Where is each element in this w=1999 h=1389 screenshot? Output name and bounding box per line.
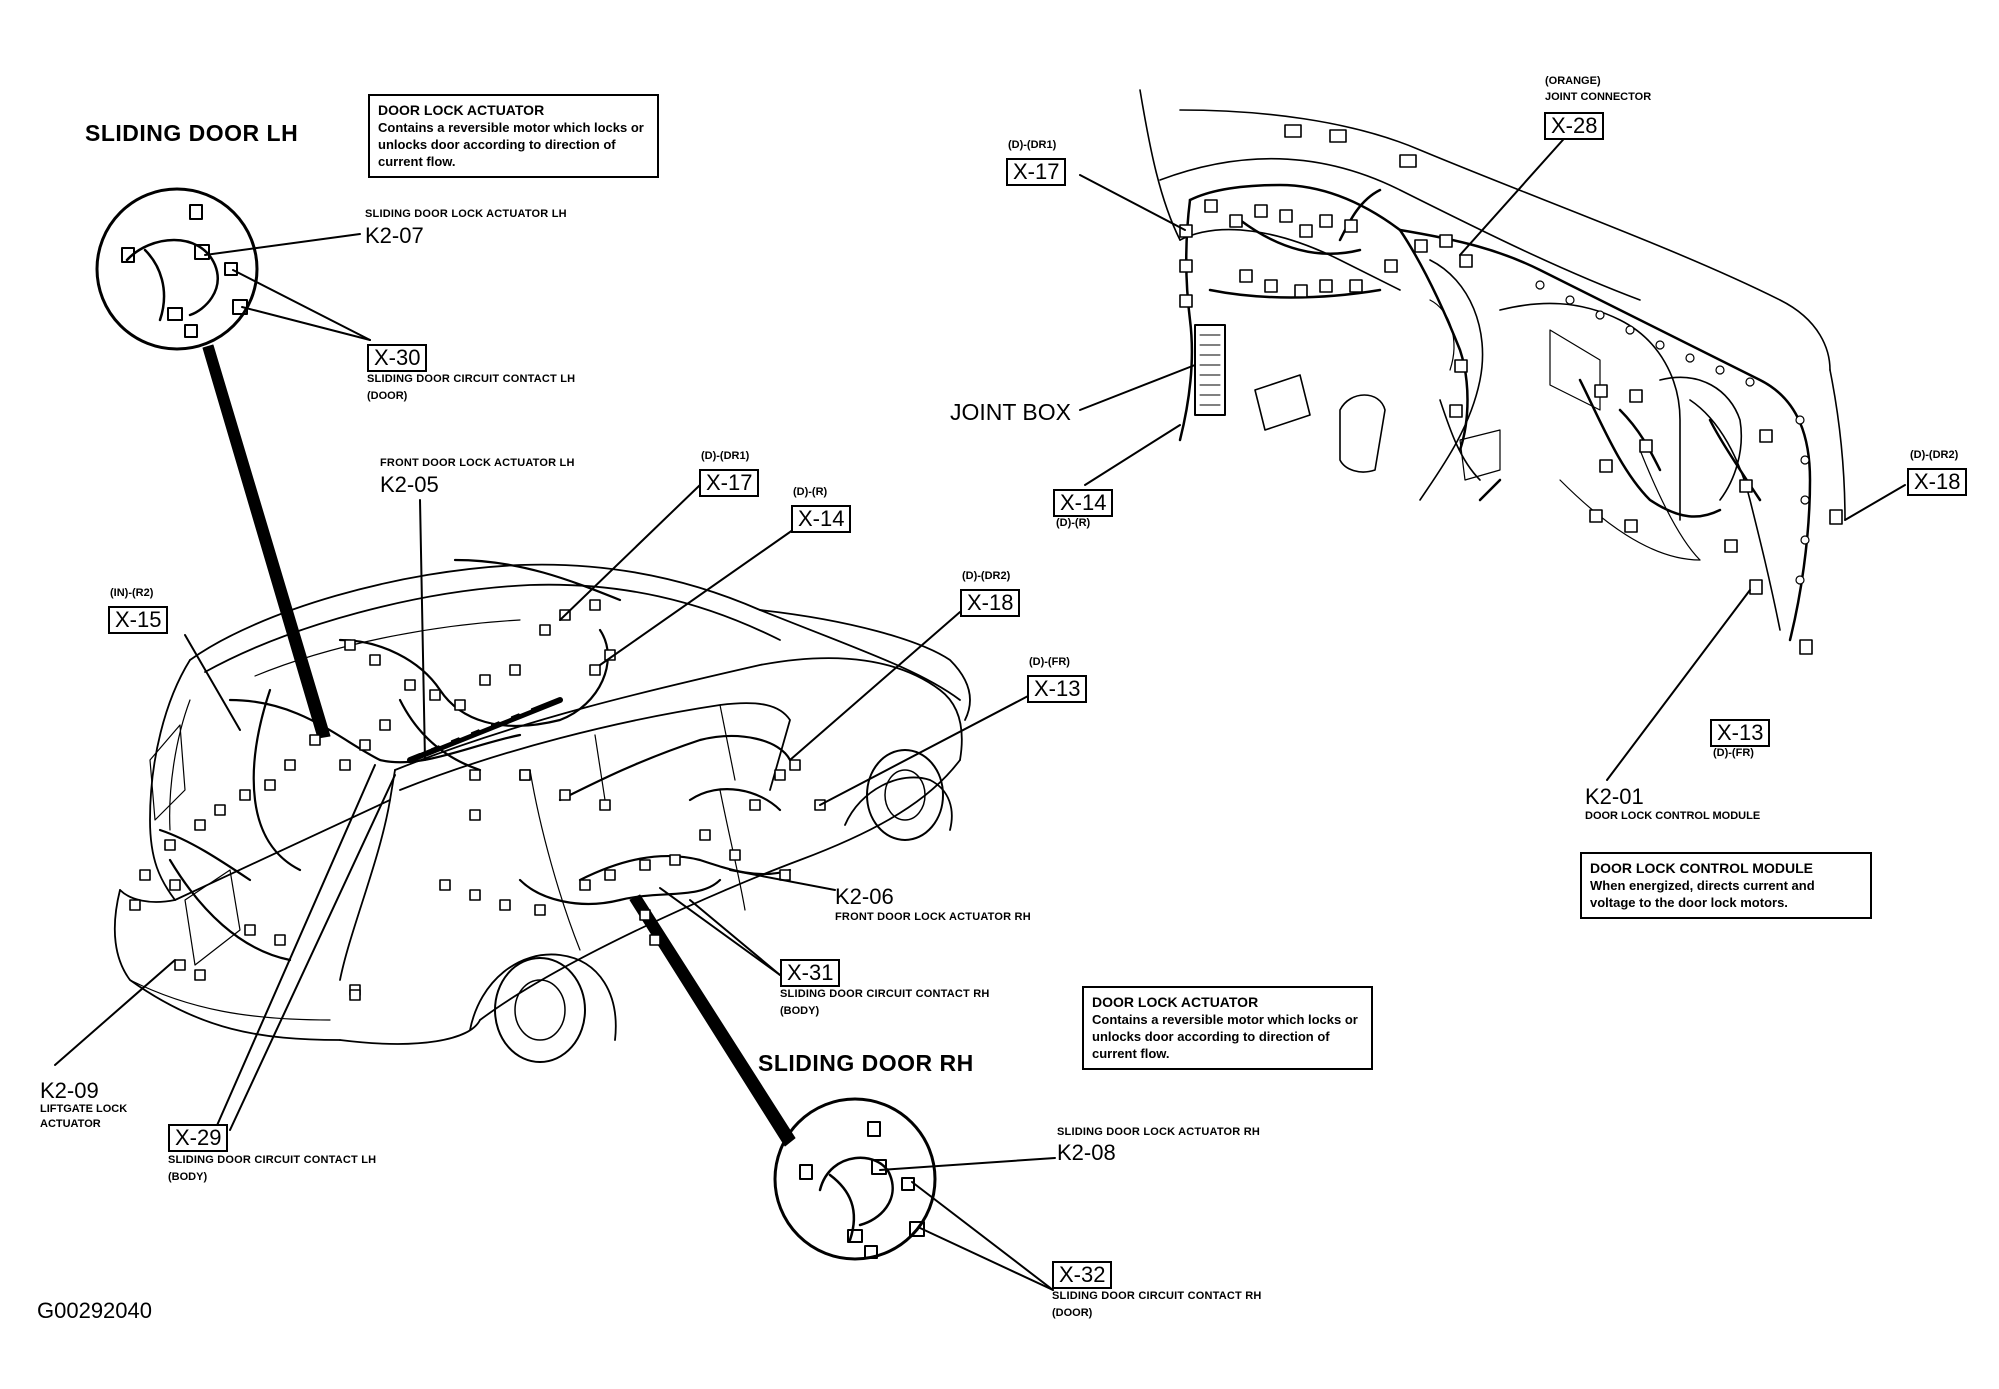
x-30-desc: SLIDING DOOR CIRCUIT CONTACT LH xyxy=(367,373,576,385)
x-14-dash-box: X-14 xyxy=(1053,489,1114,517)
x-29-sub: (BODY) xyxy=(168,1171,208,1183)
x-32-sub: (DOOR) xyxy=(1052,1307,1093,1319)
x-17-car-tag: (D)-(DR1) xyxy=(701,450,750,462)
x-32-desc: SLIDING DOOR CIRCUIT CONTACT RH xyxy=(1052,1290,1262,1302)
x-31-box: X-31 xyxy=(780,959,841,987)
instrument-panel-outline xyxy=(1139,89,1846,631)
instrument-panel-harness xyxy=(1178,183,1812,642)
x-31-sub: (BODY) xyxy=(780,1005,820,1017)
x-18-dash-box: X-18 xyxy=(1907,468,1968,496)
x-14-car-box: X-14 xyxy=(791,505,852,533)
note-title: DOOR LOCK ACTUATOR xyxy=(378,102,545,118)
k2-06-desc: FRONT DOOR LOCK ACTUATOR RH xyxy=(835,911,1031,923)
x-31-desc: SLIDING DOOR CIRCUIT CONTACT RH xyxy=(780,988,990,1000)
k2-09-code: K2-09 xyxy=(40,1078,99,1103)
note-body: Contains a reversible motor which locks … xyxy=(1092,1012,1358,1061)
figure-id: G00292040 xyxy=(37,1298,152,1323)
k2-08-desc: SLIDING DOOR LOCK ACTUATOR RH xyxy=(1057,1126,1260,1138)
x-17-car-box: X-17 xyxy=(699,469,760,497)
vehicle-connectors xyxy=(129,599,826,1001)
k2-01-desc: DOOR LOCK CONTROL MODULE xyxy=(1585,810,1761,822)
k2-07-desc: SLIDING DOOR LOCK ACTUATOR LH xyxy=(365,208,567,220)
note-body: Contains a reversible motor which locks … xyxy=(378,120,644,169)
note-title: DOOR LOCK ACTUATOR xyxy=(1092,994,1259,1010)
detail-circle-sliding-door-rh xyxy=(629,894,1056,1291)
detail-circle-sliding-door-lh xyxy=(95,187,371,739)
x-15-box: X-15 xyxy=(108,606,169,634)
x-17-dash-box: X-17 xyxy=(1006,158,1067,186)
door-lock-control-module-note: DOOR LOCK CONTROL MODULE When energized,… xyxy=(1580,852,1872,919)
x-15-tag: (IN)-(R2) xyxy=(110,587,154,599)
x-18-car-tag: (D)-(DR2) xyxy=(962,570,1011,582)
x-29-box: X-29 xyxy=(168,1124,229,1152)
k2-05-desc: FRONT DOOR LOCK ACTUATOR LH xyxy=(380,457,575,469)
leader-lines xyxy=(54,131,1906,1131)
instrument-panel-clips xyxy=(1535,280,1810,585)
x-18-car-box: X-18 xyxy=(960,589,1021,617)
sliding-door-rh-heading: SLIDING DOOR RH xyxy=(758,1050,974,1076)
x-14-car-tag: (D)-(R) xyxy=(793,486,828,498)
sliding-door-lh-heading: SLIDING DOOR LH xyxy=(85,120,299,146)
vehicle-outline xyxy=(113,563,971,1063)
k2-08-code: K2-08 xyxy=(1057,1140,1116,1165)
k2-09-desc-line2: ACTUATOR xyxy=(40,1118,101,1130)
x-28-tag-2: JOINT CONNECTOR xyxy=(1545,91,1652,103)
door-lock-actuator-note-top: DOOR LOCK ACTUATOR Contains a reversible… xyxy=(368,94,659,178)
k2-05-code: K2-05 xyxy=(380,472,439,497)
x-30-box: X-30 xyxy=(367,344,428,372)
k2-07-code: K2-07 xyxy=(365,223,424,248)
instrument-panel-connectors xyxy=(1179,124,1843,655)
x-30-sub: (DOOR) xyxy=(367,390,408,402)
x-13-dash-box: X-13 xyxy=(1710,719,1771,747)
x-18-dash-tag: (D)-(DR2) xyxy=(1910,449,1959,461)
door-lock-actuator-note-bottom: DOOR LOCK ACTUATOR Contains a reversible… xyxy=(1082,986,1373,1070)
x-29-desc: SLIDING DOOR CIRCUIT CONTACT LH xyxy=(168,1154,377,1166)
x-28-box: X-28 xyxy=(1544,112,1605,140)
x-28-tag-1: (ORANGE) xyxy=(1545,75,1601,87)
x-13-car-tag: (D)-(FR) xyxy=(1029,656,1070,668)
note-body: When energized, directs current and volt… xyxy=(1590,878,1815,910)
x-13-car-box: X-13 xyxy=(1027,675,1088,703)
x-17-dash-tag: (D)-(DR1) xyxy=(1008,139,1057,151)
k2-01-code: K2-01 xyxy=(1585,784,1644,809)
vehicle-harness xyxy=(158,558,792,962)
x-14-dash-tag: (D)-(R) xyxy=(1056,517,1091,529)
note-title: DOOR LOCK CONTROL MODULE xyxy=(1590,860,1813,876)
k2-09-desc-line1: LIFTGATE LOCK xyxy=(40,1103,128,1115)
k2-06-code: K2-06 xyxy=(835,884,894,909)
x-32-box: X-32 xyxy=(1052,1261,1113,1289)
joint-box-label: JOINT BOX xyxy=(950,399,1071,425)
x-13-dash-tag: (D)-(FR) xyxy=(1713,747,1754,759)
